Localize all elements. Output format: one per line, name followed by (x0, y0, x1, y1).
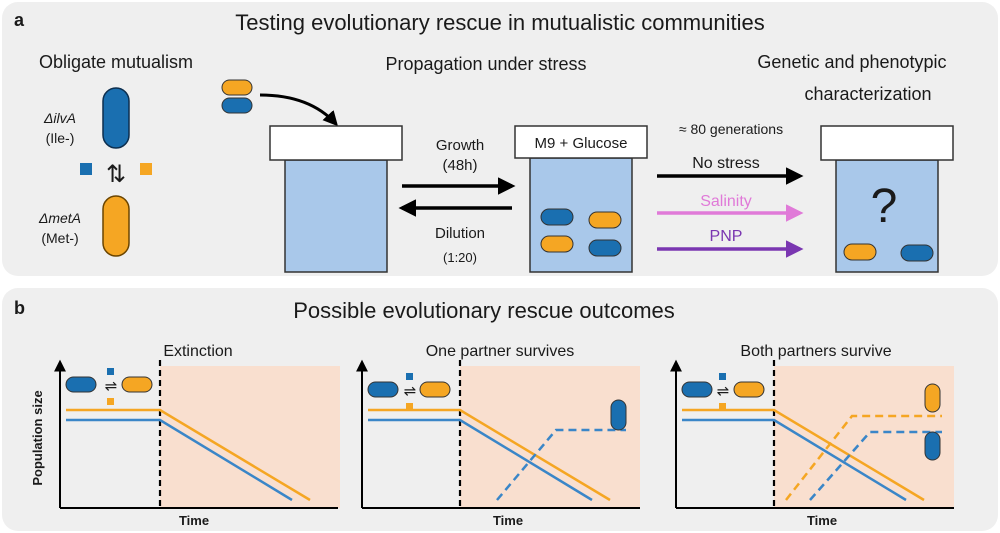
section-label-characterization-line1: Genetic and phenotypic (757, 52, 946, 72)
flask-3-cap (820, 125, 954, 161)
growth-time-label: (48h) (442, 157, 477, 174)
rescued-blue-bacterium-icon (924, 431, 941, 461)
met-metabolite-icon (140, 163, 152, 175)
strain-ilva-bacterium-icon (102, 87, 130, 149)
blue-population-line (368, 418, 593, 502)
scenario-title-both-partners: Both partners survive (740, 343, 891, 360)
orange-population-line (682, 408, 925, 502)
legend-blue-bacterium-icon (681, 381, 713, 398)
time-axis-label: Time (179, 513, 209, 528)
blue-population-line (66, 418, 293, 502)
panel-a-background (2, 2, 998, 276)
flask-3-bacterium-blue (900, 244, 934, 262)
legend-exchange-icon: ⇌ (105, 378, 118, 395)
section-label-characterization-line2: characterization (804, 84, 931, 104)
panel-b: b Possible evolutionary rescue outcomes … (2, 288, 998, 531)
legend-orange-metabolite-icon (406, 403, 413, 410)
orange-population-line (368, 408, 611, 502)
exchange-arrows-icon: ⇅ (106, 161, 126, 188)
flask-1-cap (269, 125, 403, 161)
legend-blue-metabolite-icon (107, 368, 114, 375)
orange-population-line (66, 408, 311, 502)
pnp-label: PNP (710, 228, 743, 245)
strain-meta-bacterium-icon (102, 195, 130, 257)
orange-rescued-population-line (785, 414, 942, 501)
legend-blue-bacterium-icon (367, 381, 399, 398)
strain-meta-label: ΔmetA (38, 210, 81, 226)
plot-both-partners-survive: Both partners survive ⇌ Time (670, 343, 954, 528)
legend-orange-bacterium-icon (419, 381, 451, 398)
blue-rescued-population-line (496, 428, 626, 501)
salinity-label: Salinity (700, 193, 752, 210)
plot-one-partner-survives: One partner survives ⇌ Time (356, 343, 640, 528)
section-label-obligate-mutualism: Obligate mutualism (39, 52, 193, 72)
unknown-outcome-question-mark: ? (871, 180, 898, 233)
section-label-propagation: Propagation under stress (385, 54, 586, 74)
inoculum-blue-bacterium-icon (221, 97, 253, 114)
ile-metabolite-icon (80, 163, 92, 175)
blue-rescued-population-line (809, 430, 942, 501)
population-size-axis-label: Population size (30, 390, 45, 485)
legend-blue-metabolite-icon (719, 373, 726, 380)
flask-2-bacterium-blue-1 (540, 208, 574, 226)
legend-orange-bacterium-icon (733, 381, 765, 398)
blue-population-line (682, 418, 907, 502)
rescued-orange-bacterium-icon (924, 383, 941, 413)
no-stress-label: No stress (692, 155, 760, 172)
dilution-label: Dilution (435, 225, 485, 242)
time-axis-label: Time (807, 513, 837, 528)
legend-blue-metabolite-icon (406, 373, 413, 380)
scenario-title-extinction: Extinction (163, 343, 232, 360)
flask-2-cap (514, 125, 648, 159)
legend-exchange-icon: ⇌ (717, 383, 730, 400)
dilution-ratio-label: (1:20) (443, 250, 477, 265)
legend-exchange-icon: ⇌ (404, 383, 417, 400)
time-axis-label: Time (493, 513, 523, 528)
growth-label: Growth (436, 137, 484, 154)
inoculation-arrow (259, 93, 339, 127)
legend-blue-bacterium-icon (65, 376, 97, 393)
flask-2-bacterium-orange-1 (588, 211, 622, 229)
panel-a: a Testing evolutionary rescue in mutuali… (2, 2, 998, 276)
panel-b-title: Possible evolutionary rescue outcomes (293, 298, 675, 323)
plot-extinction: Extinction ⇌ Time (54, 343, 340, 528)
inoculum-orange-bacterium-icon (221, 79, 253, 96)
medium-label: M9 + Glucose (535, 135, 628, 152)
strain-meta-sublabel: (Met-) (41, 230, 78, 246)
scenario-title-one-partner: One partner survives (426, 343, 575, 360)
panel-b-letter: b (14, 298, 25, 318)
flask-3-bacterium-orange (843, 243, 877, 261)
legend-orange-bacterium-icon (121, 376, 153, 393)
flask-2-bacterium-orange-2 (540, 235, 574, 253)
rescued-blue-bacterium-icon (610, 399, 627, 431)
panel-a-title: Testing evolutionary rescue in mutualist… (235, 10, 764, 35)
legend-orange-metabolite-icon (107, 398, 114, 405)
legend-orange-metabolite-icon (719, 403, 726, 410)
generations-label: ≈ 80 generations (679, 121, 783, 137)
strain-ilva-label: ΔilvA (43, 110, 76, 126)
strain-ilva-sublabel: (Ile-) (46, 130, 75, 146)
flask-1-liquid (284, 159, 388, 273)
panel-a-letter: a (14, 10, 25, 30)
flask-2-bacterium-blue-2 (588, 239, 622, 257)
